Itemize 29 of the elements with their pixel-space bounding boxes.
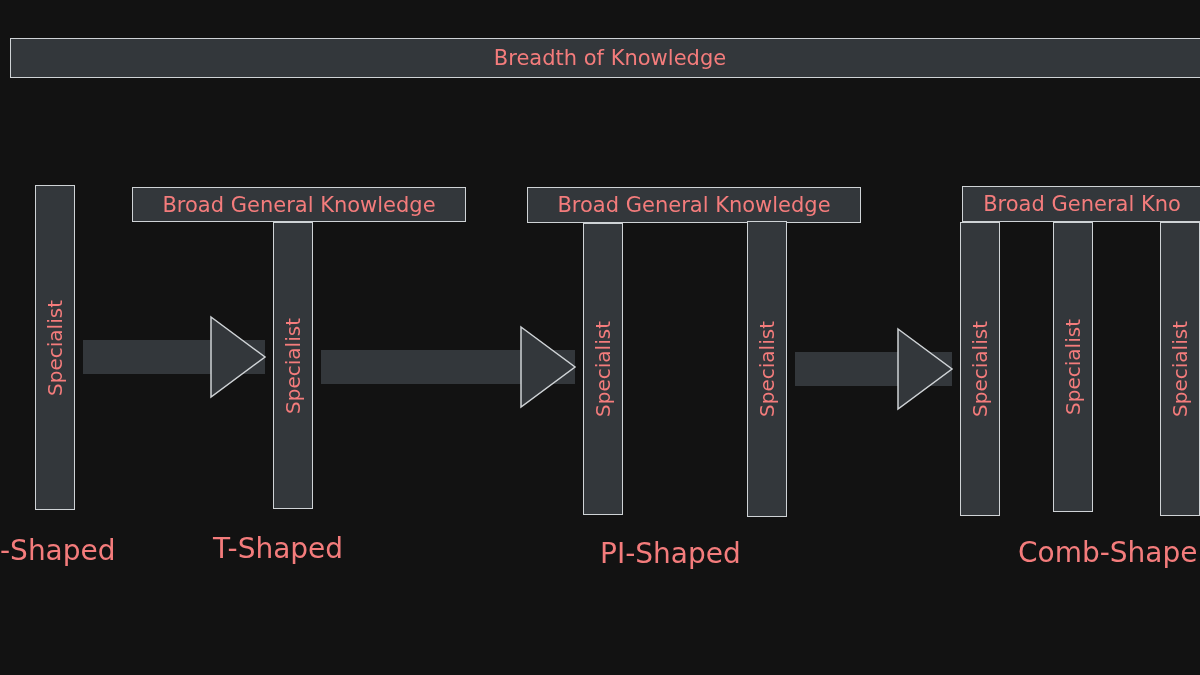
bar-label: Specialist: [755, 321, 779, 417]
shape-caption: PI-Shaped: [600, 537, 741, 570]
shape-caption: -Shaped: [0, 534, 116, 567]
horizontal-bar: [527, 187, 861, 223]
bar-label: Broad General Knowledge: [557, 193, 831, 217]
vertical-bar: [747, 221, 787, 517]
bar-label: Specialist: [1061, 319, 1085, 415]
bar-label: Breadth of Knowledge: [493, 46, 727, 70]
shape-caption: Comb-Shape: [1018, 536, 1198, 569]
block-arrow: [795, 328, 953, 410]
vertical-bar: [1053, 222, 1093, 512]
bar-label: Specialist: [1168, 321, 1192, 417]
bar-label: Specialist: [43, 299, 67, 396]
vertical-bar: [583, 223, 623, 515]
block-arrow: [321, 326, 576, 408]
bar-label: Specialist: [281, 317, 305, 414]
vertical-bar: [273, 222, 313, 509]
vertical-bar: [35, 185, 75, 510]
bar-label: Broad General Kno: [983, 192, 1181, 216]
horizontal-bar: [132, 187, 466, 222]
bar-label: Specialist: [968, 321, 992, 417]
vertical-bar: [960, 222, 1000, 516]
shape-caption: T-Shaped: [213, 532, 344, 565]
horizontal-bar: [962, 186, 1200, 222]
block-arrow: [83, 316, 266, 398]
vertical-bar: [1160, 222, 1200, 516]
bar-label: Specialist: [591, 321, 615, 417]
bar-label: Broad General Knowledge: [162, 192, 436, 217]
horizontal-bar: [10, 38, 1200, 78]
